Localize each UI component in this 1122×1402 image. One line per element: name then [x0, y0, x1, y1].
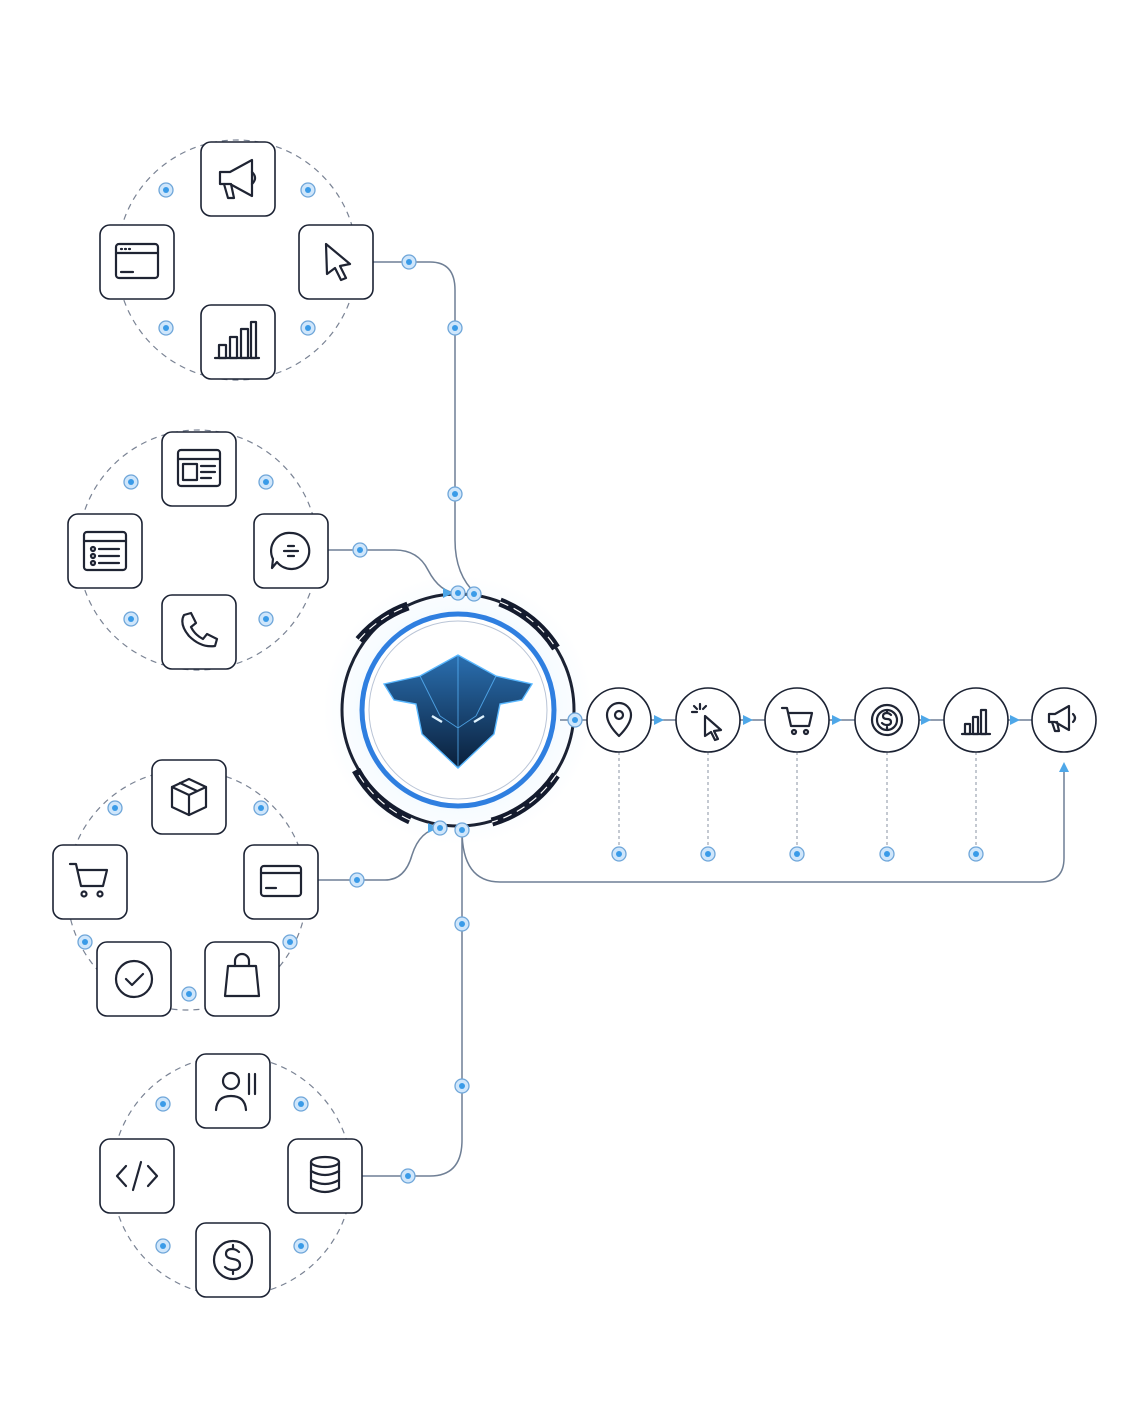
connection-nodes: [77, 182, 984, 1254]
connection-node-core: [160, 1101, 166, 1107]
cluster-marketing: [99, 139, 374, 381]
tile-cursor[interactable]: [298, 224, 374, 300]
credit-card-icon: [259, 864, 303, 898]
list-window-icon: [82, 530, 128, 572]
cluster-data: [99, 1053, 363, 1298]
database-icon: [309, 1155, 341, 1194]
connection-node-core: [128, 479, 134, 485]
bar-chart-icon: [213, 320, 261, 360]
step-coin[interactable]: [854, 687, 920, 753]
connection-node-core: [616, 851, 622, 857]
chat-bubble-icon: [270, 531, 311, 571]
connection-node-core: [455, 590, 461, 596]
bar-chart-icon: [960, 708, 992, 736]
step-bar-chart[interactable]: [943, 687, 1009, 753]
code-icon: [115, 1160, 159, 1192]
connection-node-core: [186, 991, 192, 997]
connection-node-core: [163, 325, 169, 331]
tile-web-layout[interactable]: [161, 431, 237, 507]
step-location[interactable]: [586, 687, 652, 753]
connection-node-core: [459, 1083, 465, 1089]
tile-database[interactable]: [287, 1138, 363, 1214]
connection-node-core: [354, 877, 360, 883]
tile-bar-chart[interactable]: [200, 304, 276, 380]
tile-megaphone[interactable]: [200, 141, 276, 217]
shopping-bag-icon: [223, 952, 261, 998]
coin-icon: [870, 703, 904, 737]
connection-node-core: [305, 325, 311, 331]
check-circle-icon: [114, 959, 154, 999]
tile-phone[interactable]: [161, 594, 237, 670]
tile-shopping-cart[interactable]: [52, 844, 128, 920]
megaphone-icon: [1047, 704, 1077, 733]
location-pin-icon: [605, 701, 633, 738]
connection-node-core: [405, 1173, 411, 1179]
connection-node-core: [357, 547, 363, 553]
connection-node-core: [112, 805, 118, 811]
step-megaphone[interactable]: [1031, 687, 1097, 753]
connection-node-core: [452, 325, 458, 331]
connection-node-core: [160, 1243, 166, 1249]
tile-chat-bubble[interactable]: [253, 513, 329, 589]
connection-node-core: [263, 616, 269, 622]
connection-node-core: [437, 825, 443, 831]
cart-icon: [780, 706, 814, 736]
connection-node-core: [298, 1243, 304, 1249]
cluster-communication: [67, 429, 329, 671]
step-cart[interactable]: [764, 687, 830, 753]
tile-list-window[interactable]: [67, 513, 143, 589]
step-click[interactable]: [675, 687, 741, 753]
tile-shopping-bag[interactable]: [204, 941, 280, 1017]
users-icon: [214, 1071, 257, 1112]
connection-node-core: [287, 939, 293, 945]
connection-node-core: [705, 851, 711, 857]
package-icon: [170, 777, 208, 817]
tile-package[interactable]: [151, 759, 227, 835]
connection-node-core: [459, 827, 465, 833]
connection-node-core: [452, 491, 458, 497]
connection-node-core: [82, 939, 88, 945]
phone-icon: [181, 611, 219, 648]
click-cursor-icon: [690, 702, 723, 742]
web-layout-icon: [176, 448, 222, 488]
cluster-commerce: [52, 759, 319, 1017]
connection-node-core: [298, 1101, 304, 1107]
connection-node-core: [572, 717, 578, 723]
shopping-cart-icon: [68, 862, 109, 898]
tile-code[interactable]: [99, 1138, 175, 1214]
tile-users[interactable]: [195, 1053, 271, 1129]
pipeline: [428, 588, 1097, 833]
tile-browser-window[interactable]: [99, 224, 175, 300]
hub[interactable]: [323, 575, 593, 845]
connection-node-core: [406, 259, 412, 265]
megaphone-icon: [218, 158, 257, 200]
browser-window-icon: [114, 242, 160, 280]
connection-node-core: [163, 187, 169, 193]
tile-dollar-circle[interactable]: [195, 1222, 271, 1298]
connection-node-core: [973, 851, 979, 857]
connection-node-core: [263, 479, 269, 485]
bull-head-logo-icon: [382, 654, 534, 769]
cursor-icon: [324, 242, 352, 282]
connection-node-core: [305, 187, 311, 193]
dollar-circle-icon: [212, 1239, 254, 1281]
connection-node-core: [884, 851, 890, 857]
connection-node-core: [471, 591, 477, 597]
connection-node-core: [459, 921, 465, 927]
connection-node-core: [128, 616, 134, 622]
connection-node-core: [794, 851, 800, 857]
tile-credit-card[interactable]: [243, 844, 319, 920]
connection-node-core: [258, 805, 264, 811]
tile-check-circle[interactable]: [96, 941, 172, 1017]
